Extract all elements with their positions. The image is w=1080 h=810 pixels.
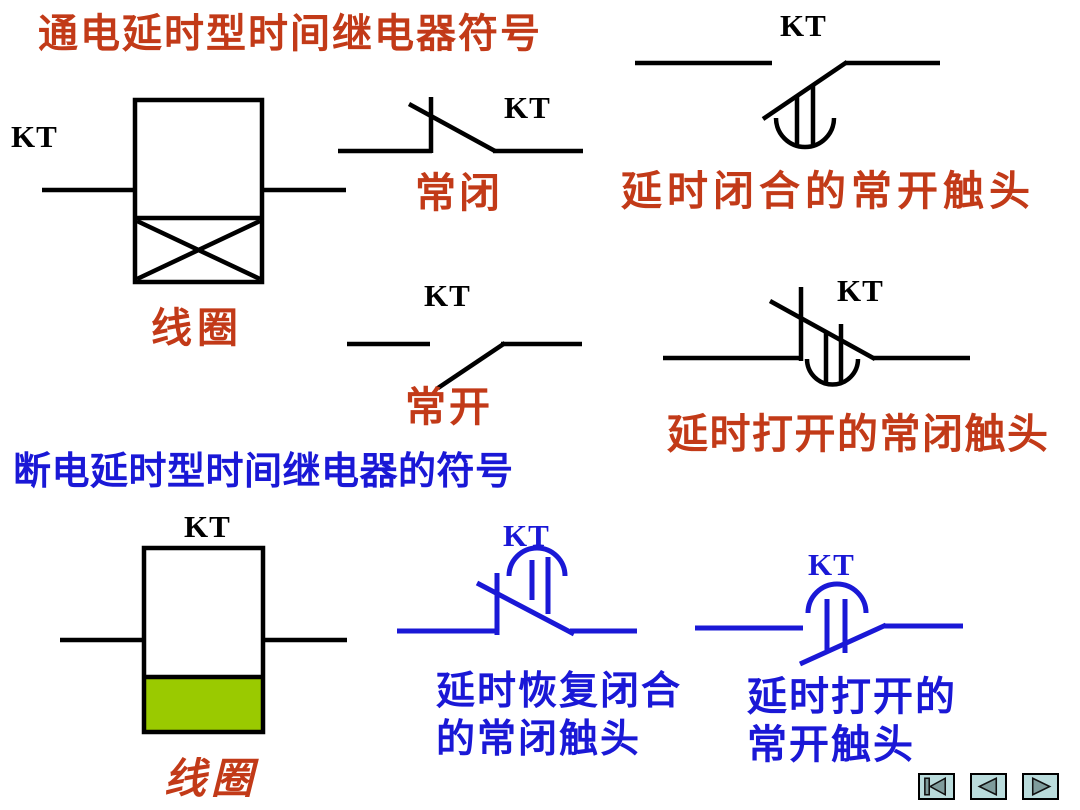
go-first-button[interactable] [918,773,955,800]
no-contact-caption: 常开 [405,384,493,430]
delayed-reclose-nc-kt-label: KT [503,518,550,553]
caption-line: 的常闭触头 [436,718,642,761]
next-button[interactable] [1022,773,1059,800]
nc-contact-symbol [338,97,583,154]
delayed-close-no-kt-label: KT [780,8,827,43]
on-delay-coil-kt-label: KT [11,119,58,154]
nc-contact-caption: 常闭 [415,170,503,216]
delayed-open-nc-symbol [663,287,970,387]
delayed-open-no-caption: 延时打开的 常开触头 [747,673,957,769]
next-icon [1031,777,1052,796]
off-delay-coil-symbol [60,545,347,735]
delayed-open-nc-kt-label: KT [837,273,884,308]
coil-green-fill [146,679,261,730]
delayed-close-no-symbol [635,60,940,150]
no-contact-kt-label: KT [424,278,471,313]
no-contact-symbol [347,341,582,390]
delayed-close-no-caption: 延时闭合的常开触头 [621,168,1035,214]
caption-line: 常开触头 [747,722,915,767]
on-delay-title: 通电延时型时间继电器符号 [38,11,542,56]
on-delay-coil-symbol [42,97,346,285]
off-delay-title: 断电延时型时间继电器的符号 [13,451,514,493]
delayed-reclose-nc-caption: 延时恢复闭合 的常闭触头 [436,668,682,764]
nc-contact-kt-label: KT [504,90,551,125]
on-delay-coil-caption: 线圈 [151,305,243,351]
delayed-open-no-kt-label: KT [808,547,855,582]
previous-button[interactable] [970,773,1007,800]
slide-navigation [918,773,1059,800]
off-delay-coil-kt-label: KT [184,509,231,544]
go-first-icon [924,776,947,797]
previous-icon [977,777,998,796]
delayed-open-nc-caption: 延时打开的常闭触头 [667,411,1050,457]
delayed-open-no-symbol [695,581,963,667]
caption-line: 延时恢复闭合 [436,670,683,713]
off-delay-coil-caption: 线圈 [164,757,259,803]
delayed-reclose-nc-symbol [397,545,637,637]
caption-line: 延时打开的 [747,674,957,719]
